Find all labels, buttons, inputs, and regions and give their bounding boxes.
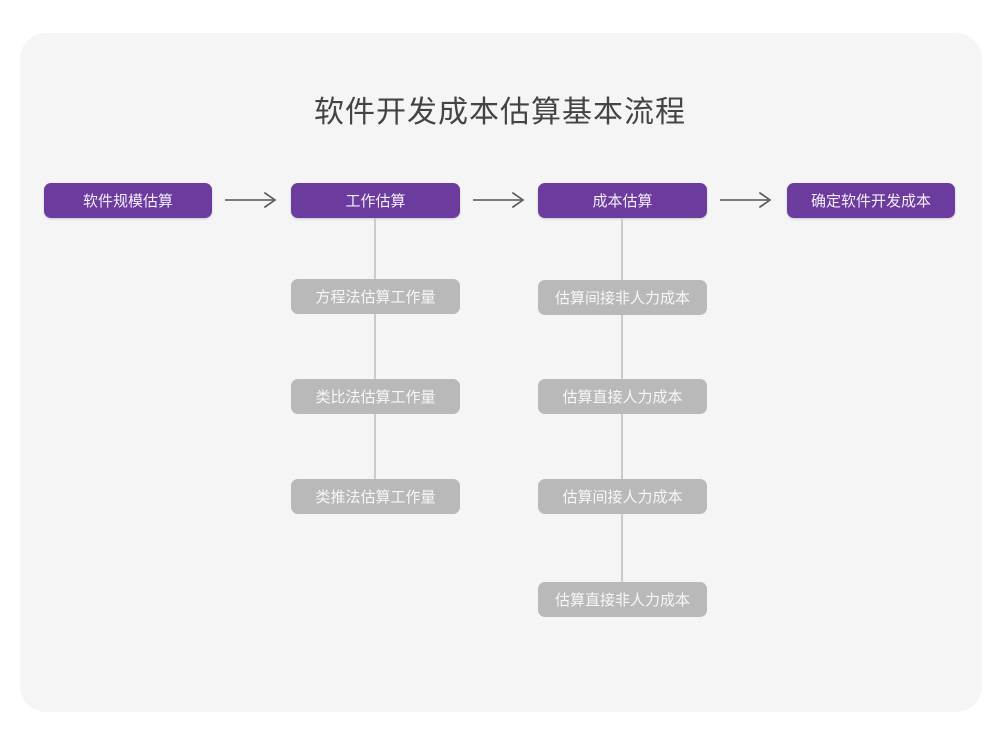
right-arrow-icon	[470, 185, 530, 215]
sub-node-inference-method[interactable]: 类推法估算工作量	[291, 479, 460, 514]
connector-line	[374, 414, 376, 480]
stage-label: 软件规模估算	[82, 193, 173, 210]
stage-label: 确定软件开发成本	[810, 193, 931, 210]
sub-node-label: 方程法估算工作量	[315, 289, 436, 306]
sub-node-direct-labor-cost[interactable]: 估算直接人力成本	[538, 379, 707, 414]
sub-node-label: 类推法估算工作量	[315, 489, 436, 506]
connector-line	[374, 218, 376, 280]
sub-node-direct-nonlabor-cost[interactable]: 估算直接非人力成本	[538, 582, 707, 617]
stage-node-work-estimation[interactable]: 工作估算	[291, 183, 460, 218]
sub-node-label: 估算间接非人力成本	[554, 290, 690, 307]
sub-node-label: 估算直接人力成本	[562, 389, 683, 406]
right-arrow-icon	[222, 185, 282, 215]
connector-line	[621, 315, 623, 380]
sub-node-indirect-nonlabor-cost[interactable]: 估算间接非人力成本	[538, 280, 707, 315]
connector-line	[621, 514, 623, 583]
sub-node-indirect-labor-cost[interactable]: 估算间接人力成本	[538, 479, 707, 514]
stage-node-cost-estimation[interactable]: 成本估算	[538, 183, 707, 218]
connector-line	[374, 314, 376, 380]
connector-line	[621, 414, 623, 480]
stage-node-determine-development-cost[interactable]: 确定软件开发成本	[787, 183, 955, 218]
sub-node-equation-method[interactable]: 方程法估算工作量	[291, 279, 460, 314]
sub-node-label: 估算间接人力成本	[562, 489, 683, 506]
sub-node-label: 估算直接非人力成本	[554, 592, 690, 609]
sub-node-analogy-method[interactable]: 类比法估算工作量	[291, 379, 460, 414]
stage-node-software-scale-estimation[interactable]: 软件规模估算	[44, 183, 212, 218]
content-card	[20, 33, 982, 712]
sub-node-label: 类比法估算工作量	[315, 389, 436, 406]
page-title: 软件开发成本估算基本流程	[314, 96, 686, 129]
stage-label: 工作估算	[345, 193, 406, 210]
connector-line	[621, 218, 623, 281]
stage-label: 成本估算	[592, 193, 653, 210]
right-arrow-icon	[717, 185, 777, 215]
